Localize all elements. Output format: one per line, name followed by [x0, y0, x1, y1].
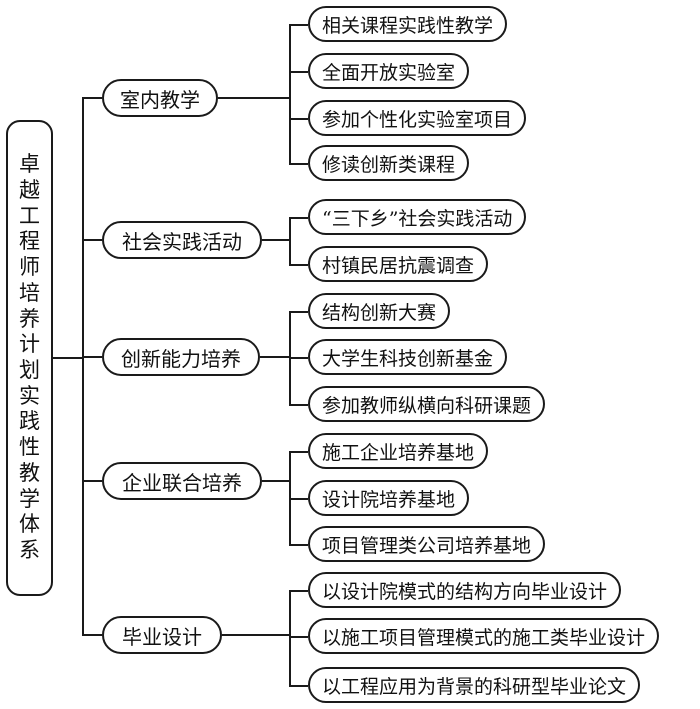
leaf-node: 以设计院模式的结构方向毕业设计 [308, 572, 622, 608]
leaf-label: 设计院培养基地 [322, 488, 456, 511]
connector-cat3-bus [262, 480, 290, 482]
connector-cat-2 [82, 356, 102, 358]
connector-cat2-bus [260, 356, 290, 358]
leaf-label: 相关课程实践性教学 [322, 14, 494, 37]
category-social-practice: 社会实践活动 [102, 221, 262, 259]
connector-cat-1 [82, 239, 102, 241]
leaf-label: 参加教师纵横向科研课题 [322, 394, 532, 417]
connector-leaf [289, 118, 308, 120]
connector-leaf [289, 71, 308, 73]
leaf-node: 大学生科技创新基金 [308, 339, 508, 375]
leaf-node: 以工程应用为背景的科研型毕业论文 [308, 667, 641, 703]
leaf-node: 以施工项目管理模式的施工类毕业设计 [308, 618, 660, 654]
leaf-label: 以设计院模式的结构方向毕业设计 [322, 580, 608, 603]
connector-leaf [289, 163, 308, 165]
connector-leaf [289, 404, 308, 406]
category-indoor-teaching: 室内教学 [102, 79, 218, 117]
category-label: 社会实践活动 [122, 229, 242, 254]
connector-cat4-spine [289, 590, 291, 686]
leaf-node: 施工企业培养基地 [308, 433, 489, 469]
leaf-label: 全面开放实验室 [322, 61, 456, 84]
category-label: 室内教学 [120, 87, 200, 112]
leaf-label: 村镇民居抗震调查 [322, 254, 475, 277]
category-label: 创新能力培养 [121, 346, 241, 371]
connector-leaf [289, 451, 308, 453]
leaf-node: 修读创新类课程 [308, 145, 470, 181]
root-label: 卓越工程师培养计划实践性教学体系 [19, 152, 40, 562]
connector-leaf [289, 590, 308, 592]
category-label: 毕业设计 [122, 624, 202, 649]
connector-leaf [289, 311, 308, 313]
leaf-label: 以工程应用为背景的科研型毕业论文 [322, 675, 627, 698]
connector-cat1-bus [262, 239, 290, 241]
connector-leaf [289, 685, 308, 687]
leaf-node: 相关课程实践性教学 [308, 6, 508, 42]
category-label: 企业联合培养 [122, 470, 242, 495]
connector-cat-0 [82, 97, 102, 99]
connector-cat0-bus [218, 97, 290, 99]
connector-leaf [289, 217, 308, 219]
leaf-node: “三下乡”社会实践活动 [308, 199, 527, 235]
connector-leaf [289, 24, 308, 26]
connector-cat1-spine [289, 217, 291, 265]
connector-root-trunk [53, 357, 83, 359]
leaf-label: 结构创新大赛 [322, 301, 437, 324]
connector-leaf [289, 357, 308, 359]
category-graduation-design: 毕业设计 [102, 616, 222, 654]
leaf-node: 参加个性化实验室项目 [308, 100, 527, 136]
connector-leaf [289, 264, 308, 266]
connector-leaf [289, 498, 308, 500]
leaf-node: 项目管理类公司培养基地 [308, 526, 546, 562]
category-innovation: 创新能力培养 [102, 338, 260, 376]
leaf-node: 村镇民居抗震调查 [308, 246, 489, 282]
connector-cat-4 [82, 634, 102, 636]
leaf-label: 大学生科技创新基金 [322, 347, 494, 370]
connector-leaf [289, 636, 308, 638]
connector-cat-3 [82, 480, 102, 482]
leaf-node: 全面开放实验室 [308, 53, 470, 89]
leaf-node: 参加教师纵横向科研课题 [308, 386, 546, 422]
connector-cat4-bus [222, 634, 290, 636]
leaf-label: 项目管理类公司培养基地 [322, 534, 532, 557]
leaf-node: 结构创新大赛 [308, 293, 451, 329]
leaf-label: 参加个性化实验室项目 [322, 108, 513, 131]
connector-cat0-spine [289, 24, 291, 163]
leaf-label: 以施工项目管理模式的施工类毕业设计 [322, 626, 646, 649]
leaf-label: “三下乡”社会实践活动 [322, 207, 513, 230]
leaf-label: 施工企业培养基地 [322, 441, 475, 464]
connector-leaf [289, 544, 308, 546]
leaf-label: 修读创新类课程 [322, 153, 456, 176]
leaf-node: 设计院培养基地 [308, 480, 470, 516]
category-enterprise: 企业联合培养 [102, 462, 262, 500]
connector-main-trunk [82, 98, 84, 635]
root-node: 卓越工程师培养计划实践性教学体系 [6, 120, 53, 596]
